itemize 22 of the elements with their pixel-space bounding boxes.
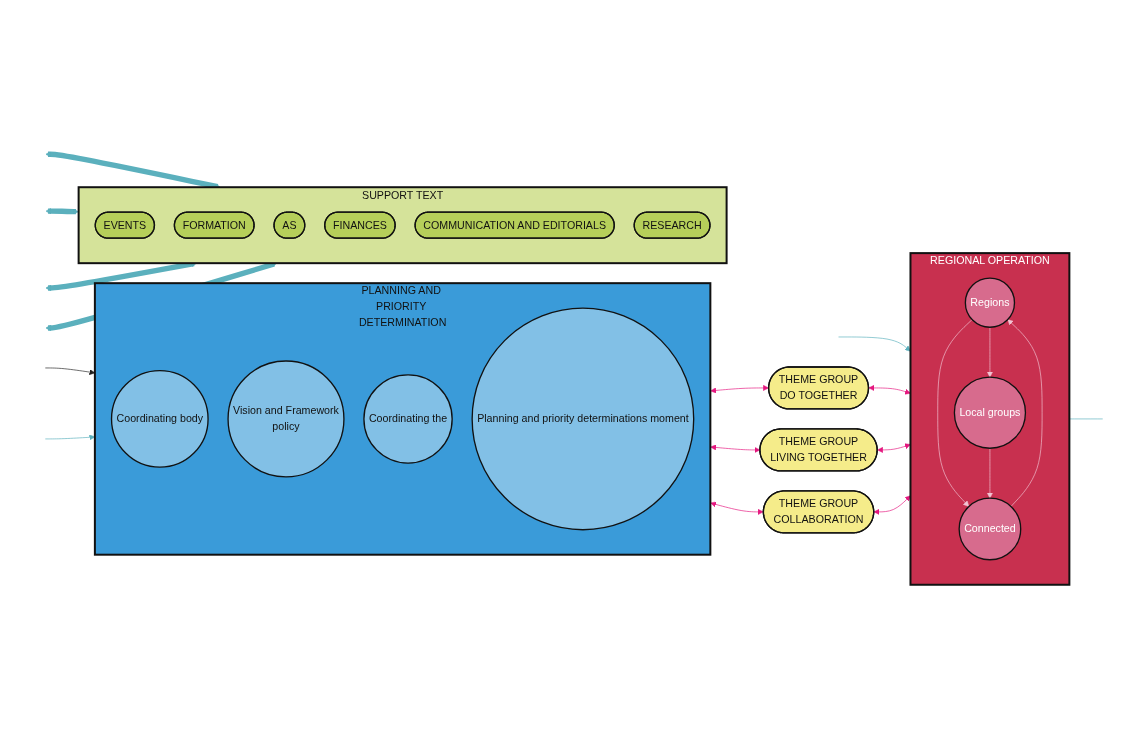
arrow (877, 443, 911, 453)
topic-circle: Coordinating body (110, 370, 209, 468)
arrow (873, 495, 911, 515)
arrow (710, 444, 761, 453)
arrow (710, 501, 764, 515)
support-ellipse: EVENTS (94, 211, 156, 239)
support-ellipse: COMMUNICATION AND EDITORIALS (414, 211, 615, 239)
group-circle: Connected (958, 497, 1022, 561)
topic-circle: Vision and Framework policy (227, 360, 345, 478)
arrow (45, 208, 79, 215)
theme-group-ellipse: THEME GROUP LIVING TOGETHER (759, 428, 878, 472)
support-ellipse: RESEARCH (633, 211, 711, 239)
theme-group-ellipse: THEME GROUP COLLABORATION (762, 490, 875, 534)
support-ellipse: FINANCES (324, 211, 396, 239)
topic-circle: Coordinating the (363, 374, 453, 464)
arrow (868, 385, 911, 395)
topic-circle: Planning and priority determinations moment (471, 307, 695, 531)
arrow (710, 385, 769, 394)
group-circle: Local groups (953, 376, 1027, 449)
support-ellipse: FORMATION (173, 211, 255, 239)
group-circle: Regions (964, 277, 1016, 328)
theme-group-ellipse: THEME GROUP DO TOGETHER (767, 366, 870, 410)
